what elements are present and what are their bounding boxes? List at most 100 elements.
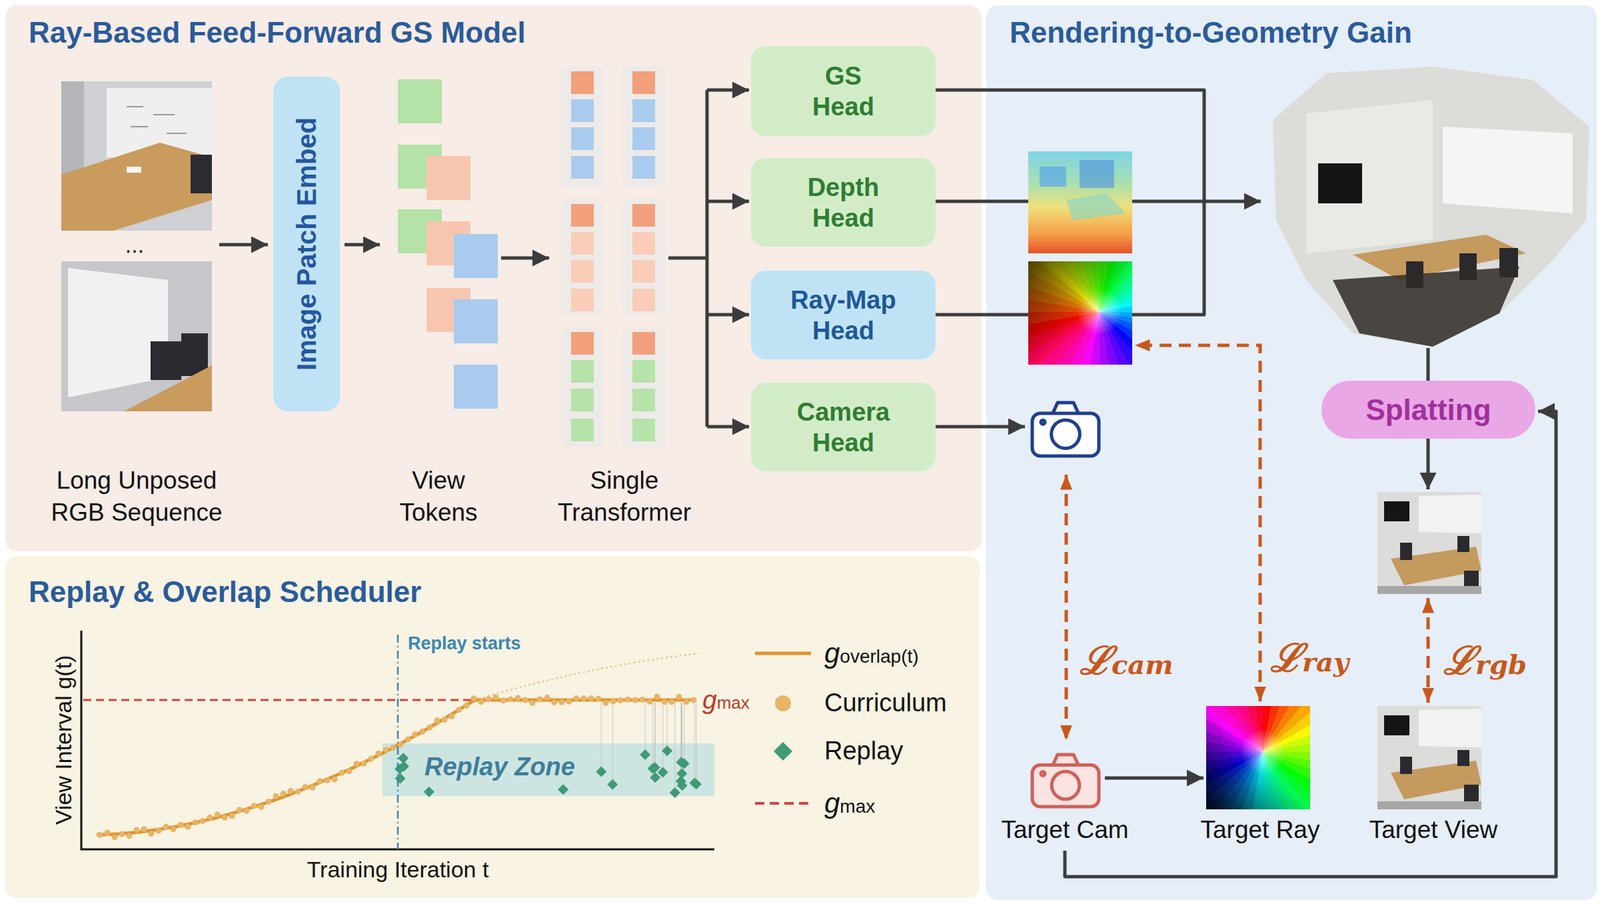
curriculum-dot [471, 695, 478, 702]
curriculum-dot [427, 724, 434, 731]
curriculum-dot [625, 696, 632, 703]
column-ground [561, 199, 604, 315]
curriculum-dot [412, 731, 419, 738]
replay-diamond [557, 783, 569, 795]
text-label: Training Iteration t [307, 854, 490, 884]
replay-diamond [661, 745, 673, 756]
depth-blob [1079, 159, 1115, 188]
view-chair [1400, 542, 1413, 560]
curriculum-dot [405, 736, 412, 743]
flow-arrow [219, 243, 268, 247]
curriculum-dot [419, 728, 426, 735]
token-square [453, 299, 498, 344]
legend-text: goverlap(t) [824, 635, 919, 672]
token-square [632, 331, 656, 355]
replay-link [667, 702, 668, 751]
curriculum-dot [368, 755, 375, 762]
view-wall [1377, 491, 1482, 594]
loss-arrow [1064, 474, 1069, 740]
text-label: ... [125, 229, 144, 260]
view-chair [1457, 535, 1470, 552]
scene-blob [1272, 66, 1590, 347]
replay-start-line [397, 634, 400, 849]
legend-text: Replay [824, 734, 903, 768]
curriculum-dot [177, 821, 184, 828]
curriculum-dot [383, 746, 390, 753]
curriculum-dot [647, 698, 654, 705]
depth-map [1028, 151, 1133, 254]
flow-arrow [1104, 776, 1204, 780]
curriculum-dot [170, 825, 177, 832]
token-square [632, 71, 656, 94]
text-label: Target View [1369, 813, 1499, 846]
curriculum-dot [595, 695, 602, 702]
flow-arrow [501, 256, 550, 260]
curriculum-dot [544, 694, 551, 701]
curriculum-dot [207, 814, 214, 821]
flow-arrow [1132, 199, 1261, 204]
token-square [632, 418, 656, 442]
flow-arrow [707, 313, 750, 317]
curriculum-dot [691, 696, 698, 703]
legend-sample [773, 741, 793, 761]
ray-map-image [1206, 705, 1311, 809]
text-label: Single Transformer [537, 464, 712, 529]
curriculum-dot [192, 818, 199, 825]
replay-link [662, 702, 664, 772]
curriculum-dot [353, 760, 360, 767]
replay-diamond [689, 777, 700, 789]
token-square [632, 259, 656, 283]
box-label: Ray-Map Head [751, 284, 936, 346]
transformer-columns [561, 66, 666, 448]
flow-arrow [1426, 438, 1431, 490]
flow-arrow [1064, 411, 1557, 877]
replay-diamond [676, 767, 688, 779]
curriculum-dot [287, 787, 294, 794]
curriculum-dot [141, 825, 148, 832]
flow-arrow [707, 199, 750, 204]
replay-link [652, 702, 654, 769]
curriculum-dot [104, 829, 111, 836]
replay-link [694, 702, 696, 784]
curriculum-dot [126, 832, 133, 839]
flow-arrow [935, 313, 1029, 317]
curve-continuation [474, 653, 700, 700]
curriculum-dot [617, 697, 624, 704]
legend-sample [755, 801, 811, 805]
token-square [632, 155, 656, 179]
view-chair [1457, 749, 1470, 766]
replay-link [695, 702, 697, 784]
process-box: Depth Head [751, 157, 936, 247]
text-label: Target Ray [1200, 813, 1321, 846]
token-square [571, 71, 594, 94]
curriculum-dot [265, 798, 272, 805]
overlap-curve [96, 699, 697, 835]
ray-shade [1206, 705, 1311, 809]
process-box: Ray-Map Head [751, 270, 936, 360]
camera-body [1032, 413, 1099, 456]
replay-zone [382, 743, 715, 796]
curriculum-dot [229, 812, 236, 819]
replay-diamond [669, 787, 681, 798]
curriculum-dot [581, 695, 588, 702]
column-ground [622, 66, 666, 187]
flow-arrow [668, 256, 708, 260]
camera-dot [1040, 419, 1045, 424]
curriculum-dot [573, 695, 580, 702]
flow-arrow [707, 425, 750, 429]
photo-chair [190, 154, 212, 194]
panel-title: Replay & Overlap Scheduler [28, 574, 422, 610]
panel-ground [986, 5, 1597, 900]
curriculum-dot [317, 777, 324, 784]
process-box: Camera Head [751, 382, 936, 472]
view-chair [1400, 756, 1413, 774]
panel-ground [5, 555, 980, 898]
curriculum-dot [529, 699, 536, 706]
camera-icon [1032, 402, 1099, 456]
text-label: Replay starts [407, 631, 522, 656]
legend [755, 653, 811, 803]
camera-lens [1051, 771, 1080, 800]
view-tv [1384, 501, 1410, 522]
ray-map-image [1028, 261, 1133, 365]
curriculum-dot [683, 698, 690, 705]
